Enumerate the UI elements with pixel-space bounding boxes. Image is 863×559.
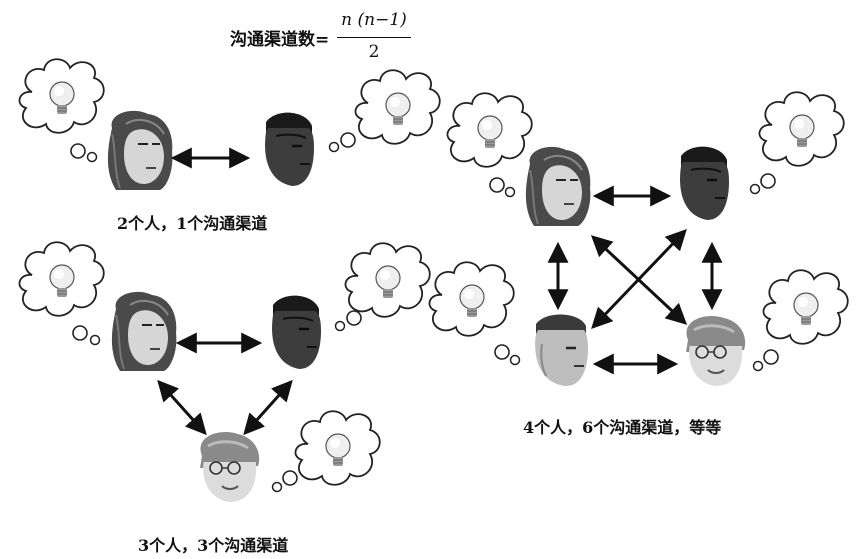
fraction-bar: [337, 37, 411, 38]
formula-denominator: 2: [368, 42, 380, 62]
thought-cloud-3d: [752, 269, 849, 372]
channel-arrow-3-diag-b: [591, 228, 687, 330]
person-man-3: [533, 313, 590, 388]
thought-cloud-2c: [271, 410, 381, 493]
person-woman-2: [110, 290, 178, 372]
thought-cloud-2b: [334, 242, 431, 332]
caption-three-people: 3个人，3个沟通渠道: [138, 536, 289, 555]
formula-lhs: 沟通渠道数=: [230, 30, 330, 50]
channel-arrow-2b: [157, 379, 207, 436]
person-darkman-1: [263, 111, 316, 188]
person-old-2: [198, 430, 261, 504]
caption-four-people: 4个人，6个沟通渠道，等等: [523, 418, 722, 437]
person-old-3: [684, 314, 747, 388]
person-woman-1: [106, 109, 174, 191]
formula-numerator: n (n−1): [341, 10, 407, 30]
caption-two-people: 2个人，1个沟通渠道: [117, 214, 268, 233]
person-woman-3: [524, 145, 592, 227]
four-person-group: [428, 91, 849, 388]
person-darkman-2: [270, 294, 323, 371]
thought-cloud-1a: [18, 58, 105, 163]
thought-cloud-1b: [328, 69, 441, 153]
thought-cloud-2a: [18, 241, 105, 346]
three-person-group: [18, 241, 431, 504]
person-darkman-3: [678, 145, 731, 222]
thought-cloud-3c: [428, 261, 521, 366]
thought-cloud-3b: [749, 91, 845, 195]
channel-arrow-2c: [243, 379, 293, 436]
two-person-group: [18, 58, 441, 191]
thought-cloud-3a: [446, 92, 533, 198]
